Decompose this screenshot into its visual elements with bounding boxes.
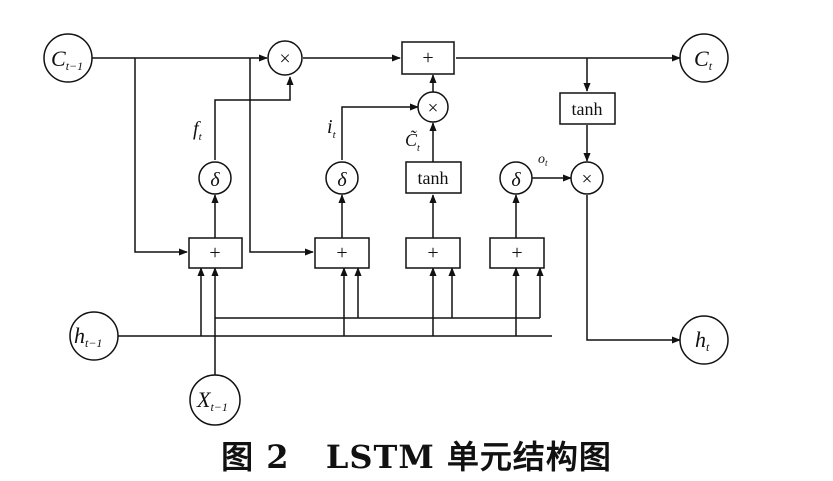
svg-text:+: + [336, 242, 347, 264]
forget-gate-sum-op: + [188, 237, 243, 269]
node-c-prev: Ct−1 [43, 33, 93, 83]
forget-multiply-op: × [267, 40, 303, 76]
label-o-t: ot [538, 152, 548, 168]
node-c-t: Ct [679, 33, 729, 83]
node-h-prev: ht−1 [69, 311, 119, 361]
svg-text:ht−1: ht−1 [74, 323, 102, 350]
label-i-t: it [327, 116, 337, 141]
svg-text:tanh: tanh [572, 99, 603, 119]
svg-text:+: + [511, 242, 522, 264]
svg-text:Ct−1: Ct−1 [51, 46, 83, 73]
line-ft-to-forget-mult [214, 76, 294, 160]
line-cprev-to-i-sum [249, 58, 314, 256]
svg-text:+: + [209, 242, 220, 264]
svg-text:Xt−1: Xt−1 [196, 387, 228, 414]
svg-text:Ct: Ct [694, 46, 713, 73]
figure-caption: 图 2 LSTM 单元结构图 [0, 432, 833, 478]
label-c-tilde-t: C̃t [405, 130, 420, 154]
svg-text:δ: δ [511, 169, 521, 191]
line-cprev-to-f-sum [134, 58, 188, 256]
connection-lines [92, 54, 681, 376]
svg-text:δ: δ [210, 169, 220, 191]
output-gate-sum-op: + [489, 237, 545, 269]
svg-text:+: + [427, 242, 438, 264]
line-output-mult-to-ht [586, 195, 681, 344]
candidate-tanh-op: tanh [405, 161, 462, 194]
input-gate-sigma: δ [325, 161, 359, 195]
svg-text:δ: δ [337, 169, 347, 191]
input-gate-sum-op: + [314, 237, 370, 269]
forget-gate-sigma: δ [198, 161, 232, 195]
cell-add-op: + [401, 41, 455, 75]
svg-text:×: × [428, 98, 439, 119]
svg-text:×: × [279, 48, 290, 70]
cell-tanh-op: tanh [559, 92, 616, 125]
svg-text:tanh: tanh [418, 168, 449, 188]
caption-title: LSTM 单元结构图 [325, 438, 612, 476]
output-gate-sigma: δ [499, 161, 533, 195]
node-x-t: Xt−1 [189, 374, 241, 426]
caption-figure-number: 图 2 [221, 438, 290, 476]
node-h-t: ht [679, 315, 729, 365]
output-multiply-op: × [570, 161, 604, 195]
svg-text:+: + [422, 47, 433, 69]
line-it-to-input-mult [341, 103, 419, 160]
label-f-t: ft [193, 118, 203, 143]
input-multiply-op: × [417, 91, 449, 123]
candidate-sum-op: + [405, 237, 461, 269]
svg-text:×: × [582, 169, 593, 190]
svg-text:ht: ht [695, 327, 710, 354]
